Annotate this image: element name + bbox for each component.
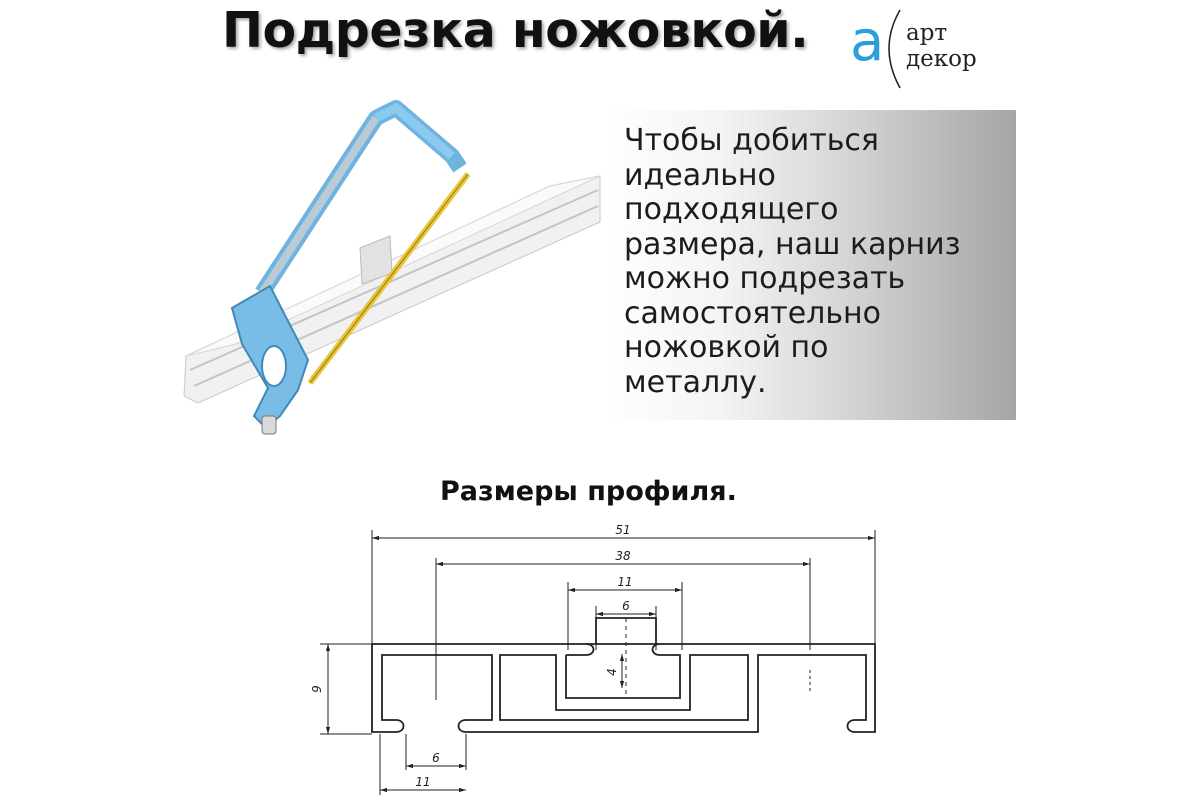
- brand-logo: a арт декор: [850, 8, 990, 90]
- dim-overall-width: 51: [615, 523, 630, 537]
- profile-drawing: 51 38 11 6 9 4 6 11: [310, 523, 876, 795]
- dim-height: 9: [310, 685, 324, 693]
- profile-title: Размеры профиля.: [440, 476, 737, 507]
- description-panel: [604, 110, 1016, 420]
- logo-word-art: арт: [906, 20, 948, 46]
- logo-word-dekor: декор: [906, 46, 977, 72]
- dim-channel-slot: 6: [622, 599, 630, 613]
- dim-bottom-outer: 11: [415, 775, 430, 789]
- description-text: Чтобы добиться идеально подходящего разм…: [624, 123, 961, 400]
- dim-channel-depth: 4: [605, 668, 619, 676]
- dim-channel-outer: 11: [617, 575, 632, 589]
- dim-bottom-slot: 6: [432, 751, 440, 765]
- dim-inner-width: 38: [615, 549, 631, 563]
- page-title: Подрезка ножовкой.: [222, 2, 809, 59]
- logo-letter: a: [850, 9, 885, 74]
- hacksaw-cornice-illustration: [183, 100, 601, 435]
- logo-arc: [888, 9, 901, 89]
